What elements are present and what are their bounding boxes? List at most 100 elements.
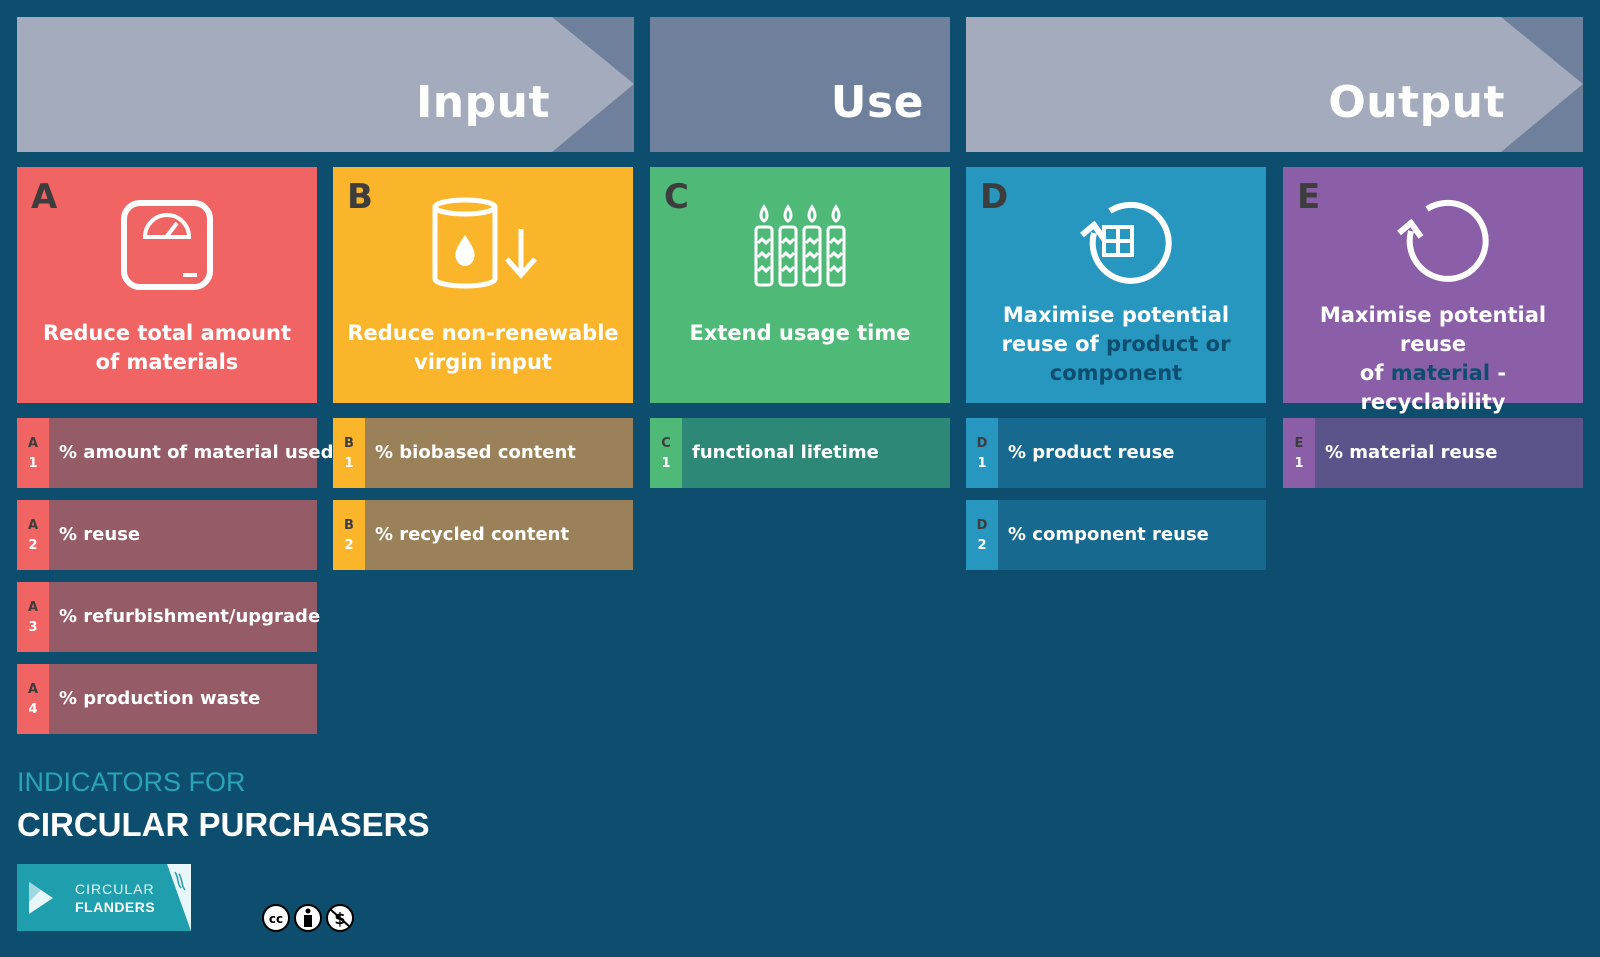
indicator-label: % refurbishment/upgrade — [59, 606, 321, 627]
card-title-line: virgin input — [414, 350, 552, 374]
indicator-tag-letter: C — [661, 436, 671, 451]
logo-line-1: CIRCULAR — [75, 881, 155, 897]
indicator-tag-number: 2 — [977, 538, 987, 553]
card-title-line: reuse of product or — [976, 330, 1256, 359]
indicator-label: % component reuse — [1008, 524, 1209, 545]
indicator-tag-number: 3 — [28, 620, 38, 635]
card-title-highlight: component — [1049, 361, 1183, 385]
indicator-tag-letter: B — [344, 436, 354, 451]
card-title: Reduce total amount of materials — [27, 319, 307, 377]
candles-icon — [754, 204, 846, 287]
phase-label-output: Output — [1328, 77, 1505, 128]
indicator-tag-letter: A — [27, 518, 39, 533]
indicator-label: % production waste — [59, 688, 261, 709]
indicator-tag-letter: D — [976, 518, 988, 533]
card-letter: D — [980, 177, 1009, 217]
logo-mark-icon — [29, 864, 191, 931]
footer-subtitle: INDICATORS FOR — [17, 767, 246, 797]
indicator-label: functional lifetime — [692, 442, 879, 463]
card-b: B Reduce non-renewable virgin input — [333, 167, 633, 403]
card-d: D Maximise potential reuse of product or… — [966, 167, 1266, 403]
card-title-line: Extend usage time — [689, 321, 911, 345]
reuse-component-icon — [1080, 201, 1172, 284]
indicator-tag-number: 1 — [1294, 456, 1304, 471]
scale-icon — [121, 200, 213, 290]
phase-banner-input: Input — [17, 17, 634, 152]
indicator-tag-letter: A — [27, 600, 39, 615]
arrow-banner-shape — [966, 17, 1583, 152]
card-letter: C — [664, 177, 689, 217]
card-title-line: Reduce total amount — [42, 321, 291, 345]
logo-line-2: FLANDERS — [75, 899, 156, 915]
card-letter: E — [1297, 177, 1321, 217]
card-title-highlight: material — [1390, 361, 1491, 385]
card-title-text: reuse of — [1001, 332, 1107, 356]
card-title-text: of — [1359, 361, 1391, 385]
indicator-tag-number: 1 — [977, 456, 987, 471]
indicator-tag-letter: D — [976, 436, 988, 451]
indicator-tag-letter: B — [344, 518, 354, 533]
card-title: Maximise potential reuse of material - r… — [1293, 301, 1573, 417]
card-title-highlight: product or — [1106, 332, 1231, 356]
cycle-icon — [1397, 199, 1489, 282]
indicator-tag-letter: E — [1294, 436, 1304, 451]
indicator-label: % biobased content — [375, 442, 576, 463]
phase-label-input: Input — [415, 77, 550, 128]
indicator-tag-number: 2 — [344, 538, 354, 553]
indicator-tag-number: 1 — [28, 456, 38, 471]
card-title: Maximise potential reuse of product or c… — [976, 301, 1256, 388]
card-title: Extend usage time — [660, 319, 940, 348]
card-title-line: Maximise potential reuse — [1319, 303, 1547, 356]
card-letter: B — [347, 177, 373, 217]
footer-title: CIRCULAR PURCHASERS — [17, 806, 430, 843]
indicator-label: % recycled content — [375, 524, 570, 545]
svg-text:cc: cc — [269, 912, 283, 926]
card-title-line: of materials — [95, 350, 239, 374]
indicator-label: % product reuse — [1008, 442, 1175, 463]
oil-barrel-icon — [432, 197, 537, 289]
indicator-label: % reuse — [59, 524, 141, 545]
card-e: E Maximise potential reuse of material -… — [1283, 167, 1583, 414]
indicator-tag-letter: A — [27, 436, 39, 451]
card-letter: A — [31, 177, 58, 217]
circular-flanders-logo: CIRCULAR FLANDERS — [17, 864, 191, 931]
card-a: A Reduce total amount of materials — [17, 167, 317, 403]
phase-banner-output: Output — [966, 17, 1583, 152]
indicator-tag-letter: A — [27, 682, 39, 697]
indicator-label: % material reuse — [1325, 442, 1498, 463]
creative-commons-license-icon: cc $ — [262, 904, 354, 932]
card-title-line: Maximise potential — [1002, 303, 1230, 327]
phase-label-use: Use — [830, 77, 924, 128]
arrow-banner-shape — [17, 17, 634, 152]
phase-banner-use: Use — [650, 17, 950, 152]
indicator-tag-number: 1 — [661, 456, 671, 471]
card-title-text: - recyclability — [1360, 361, 1507, 414]
indicator-tag-number: 1 — [344, 456, 354, 471]
card-title: Reduce non-renewable virgin input — [343, 319, 623, 377]
indicator-tag-number: 2 — [28, 538, 38, 553]
card-title-line: of material - recyclability — [1293, 359, 1573, 417]
indicator-label: % amount of material used — [59, 442, 334, 463]
indicator-tag-number: 4 — [28, 702, 38, 717]
card-c: C Extend usage time — [650, 167, 950, 403]
